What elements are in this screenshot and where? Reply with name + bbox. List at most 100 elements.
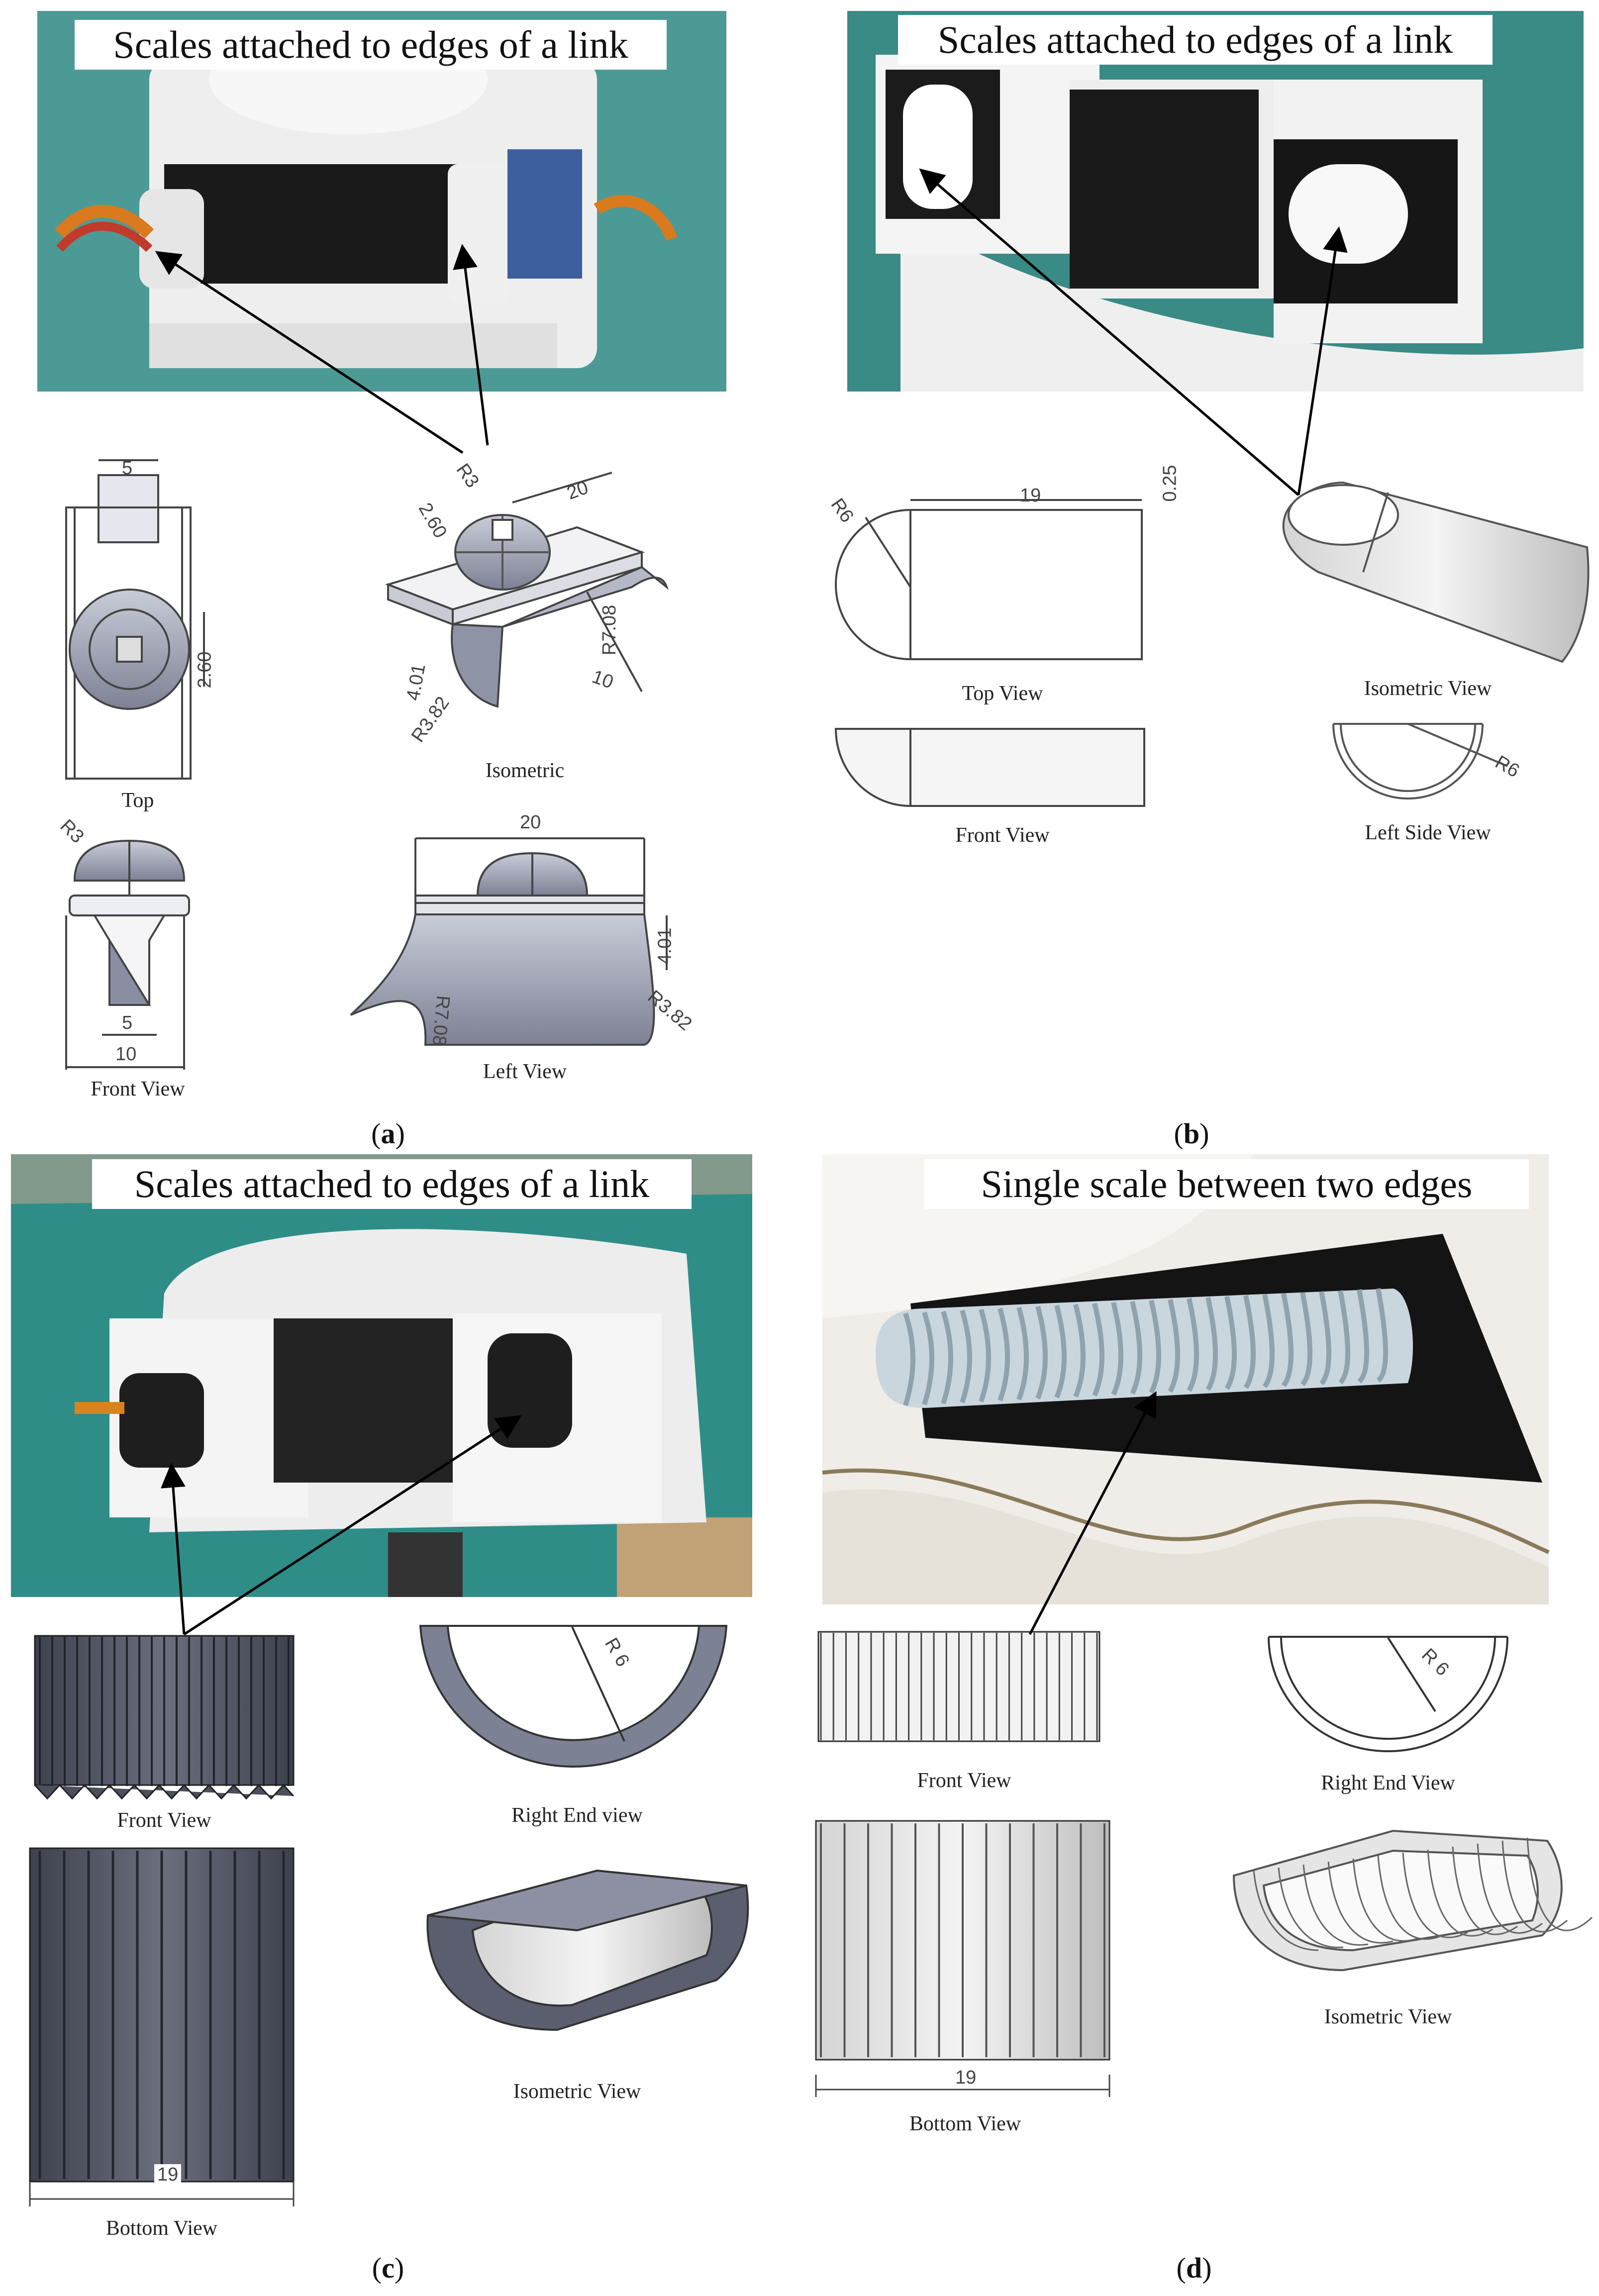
scale-rib [922, 1311, 934, 1405]
panel-a-dim-top-width: 5 [122, 458, 133, 479]
panel-c-label-right-end: Right End view [511, 1804, 643, 1827]
panel-b-arrows [919, 168, 1348, 496]
panel-d-right-end-view [1268, 1636, 1508, 1752]
panel-d-isometric-view [1232, 1829, 1593, 1972]
panel-c-photo [11, 1154, 752, 1597]
scale-rib [1377, 1855, 1443, 1940]
panel-d-bottom-view [815, 1820, 1110, 2097]
panel-b-label-left-side: Left Side View [1365, 821, 1491, 844]
scale-rib [1338, 1290, 1350, 1385]
scale-rib [1357, 1289, 1369, 1384]
panel-c-front-view [34, 1635, 295, 1800]
panel-a-caption: (a) [371, 1117, 405, 1150]
scale-rib [1327, 1861, 1394, 1944]
panel-a-dim-front-10: 10 [115, 1044, 137, 1065]
panel-b-isometric-view [1282, 481, 1590, 663]
scale-rib [1205, 1297, 1218, 1391]
panel-c-label-bottom: Bottom View [105, 2217, 218, 2240]
scale-rib [979, 1308, 991, 1402]
panel-a-dim-left-401: 4.01 [654, 927, 676, 965]
panel-b-left-side-view [1332, 723, 1508, 799]
panel-a-label-left: Left View [483, 1060, 567, 1083]
panel-d-dim-bottom-19: 19 [955, 2067, 977, 2088]
scale-rib [1376, 1288, 1388, 1383]
scale-rib [1352, 1858, 1418, 1942]
panel-a-isometric-view [385, 472, 669, 708]
panel-c-isometric-view [426, 1869, 749, 2031]
panel-a-label-top: Top [121, 789, 154, 812]
scale-rib [1035, 1305, 1048, 1399]
panel-b-dim-top-19: 19 [1020, 485, 1041, 506]
panel-d-arrows [1028, 1391, 1157, 1635]
panel-b-label-top: Top View [962, 682, 1043, 705]
scale-rib [998, 1307, 1010, 1401]
scale-rib [1243, 1295, 1256, 1389]
panel-d-photo [822, 1154, 1550, 1604]
scale-rib [1149, 1299, 1161, 1394]
panel-b-photo-title: Scales attached to edges of a link [898, 15, 1493, 65]
scale-rib [1073, 1303, 1086, 1398]
panel-b-top-view [835, 499, 1143, 660]
scale-rib [1262, 1294, 1275, 1388]
panel-d-front-view [817, 1631, 1100, 1742]
panel-a-arrows [155, 244, 489, 454]
scale-rib [1016, 1306, 1029, 1400]
panel-c-caption-letter: c [382, 2252, 395, 2284]
panel-c-label-isometric: Isometric View [513, 2080, 641, 2103]
panel-d-label-isometric: Isometric View [1324, 2005, 1452, 2028]
panel-c-label-front: Front View [117, 1809, 211, 1832]
scale-rib [1501, 1840, 1568, 1933]
panel-b-photo [847, 11, 1584, 392]
scale-rib [1168, 1298, 1180, 1393]
scale-rib [1278, 1867, 1344, 1948]
scale-rib [1526, 1837, 1593, 1931]
scale-rib [1130, 1300, 1142, 1395]
panel-d-label-bottom: Bottom View [909, 2112, 1021, 2135]
scale-rib [903, 1312, 915, 1406]
scale-rib [1111, 1301, 1123, 1396]
panel-c-photo-title: Scales attached to edges of a link [92, 1159, 692, 1209]
panel-d-caption-letter: d [1186, 2252, 1202, 2284]
panel-a-dim-iso-708: R7.08 [599, 604, 620, 656]
scale-rib [1224, 1296, 1237, 1390]
scale-rib [1253, 1870, 1319, 1951]
scale-rib [1302, 1864, 1369, 1946]
scale-rib [1054, 1304, 1067, 1398]
scale-rib [1427, 1849, 1493, 1937]
panel-d-label-front: Front View [917, 1769, 1011, 1792]
panel-a-photo [37, 11, 726, 392]
panel-d-label-right-end: Right End View [1321, 1772, 1455, 1795]
panel-b-caption-letter: b [1183, 1117, 1200, 1150]
scale-rib [1092, 1302, 1104, 1397]
panel-b-caption: (b) [1174, 1117, 1209, 1150]
scale-rib [960, 1309, 972, 1403]
panel-a-caption-letter: a [381, 1117, 396, 1150]
scale-rib [1402, 1852, 1468, 1938]
panel-a-dim-left-20: 20 [520, 812, 541, 833]
panel-b-label-isometric: Isometric View [1364, 677, 1492, 700]
scale-rib [1300, 1292, 1312, 1387]
scale-rib [941, 1310, 953, 1404]
panel-b-front-view [834, 728, 1145, 807]
panel-c-bottom-view [29, 1847, 295, 2206]
scale-rib [1187, 1298, 1199, 1392]
scale-rib [1281, 1293, 1294, 1388]
panel-a-photo-title: Scales attached to edges of a link [75, 20, 667, 70]
panel-c-dim-bottom-19: 19 [154, 2164, 182, 2186]
panel-a-label-isometric: Isometric [485, 759, 565, 782]
panel-d-photo-title: Single scale between two edges [924, 1159, 1529, 1209]
panel-a-dim-left-708: R7.08 [428, 995, 454, 1047]
panel-d-caption: (d) [1176, 2252, 1212, 2284]
panel-a-left-view [350, 837, 668, 1046]
panel-b-label-front: Front View [955, 824, 1050, 847]
panel-c-right-end-view [419, 1625, 728, 1768]
panel-a-dim-front-5: 5 [122, 1012, 133, 1033]
panel-c-arrows [161, 1415, 522, 1636]
panel-c-caption: (c) [372, 2252, 404, 2284]
scale-rib [1319, 1291, 1331, 1386]
scale-rib [1452, 1846, 1518, 1935]
panel-a-top-view [65, 459, 205, 780]
panel-a-dim-top-len: 2.60 [194, 651, 215, 689]
panel-b-dim-top-025: 0.25 [1159, 465, 1181, 502]
